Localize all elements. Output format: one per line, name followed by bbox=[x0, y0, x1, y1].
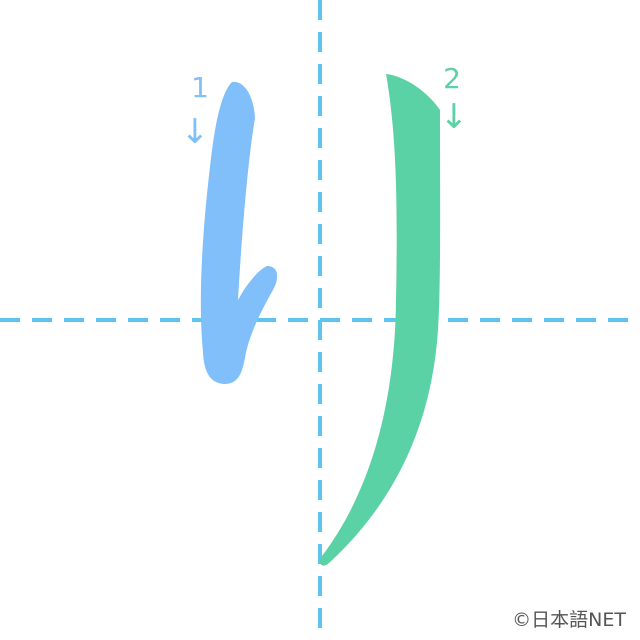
stroke-2-arrow-icon: ↓ bbox=[440, 97, 469, 137]
stroke-2-order-label: 2 bbox=[443, 62, 461, 95]
stroke-2 bbox=[319, 74, 441, 566]
stroke-1-arrow-icon: ↓ bbox=[181, 112, 210, 152]
copyright-notice: ©日本語NET bbox=[512, 609, 626, 631]
stroke-1-order-label: 1 bbox=[191, 71, 209, 104]
stroke-1 bbox=[200, 81, 278, 385]
